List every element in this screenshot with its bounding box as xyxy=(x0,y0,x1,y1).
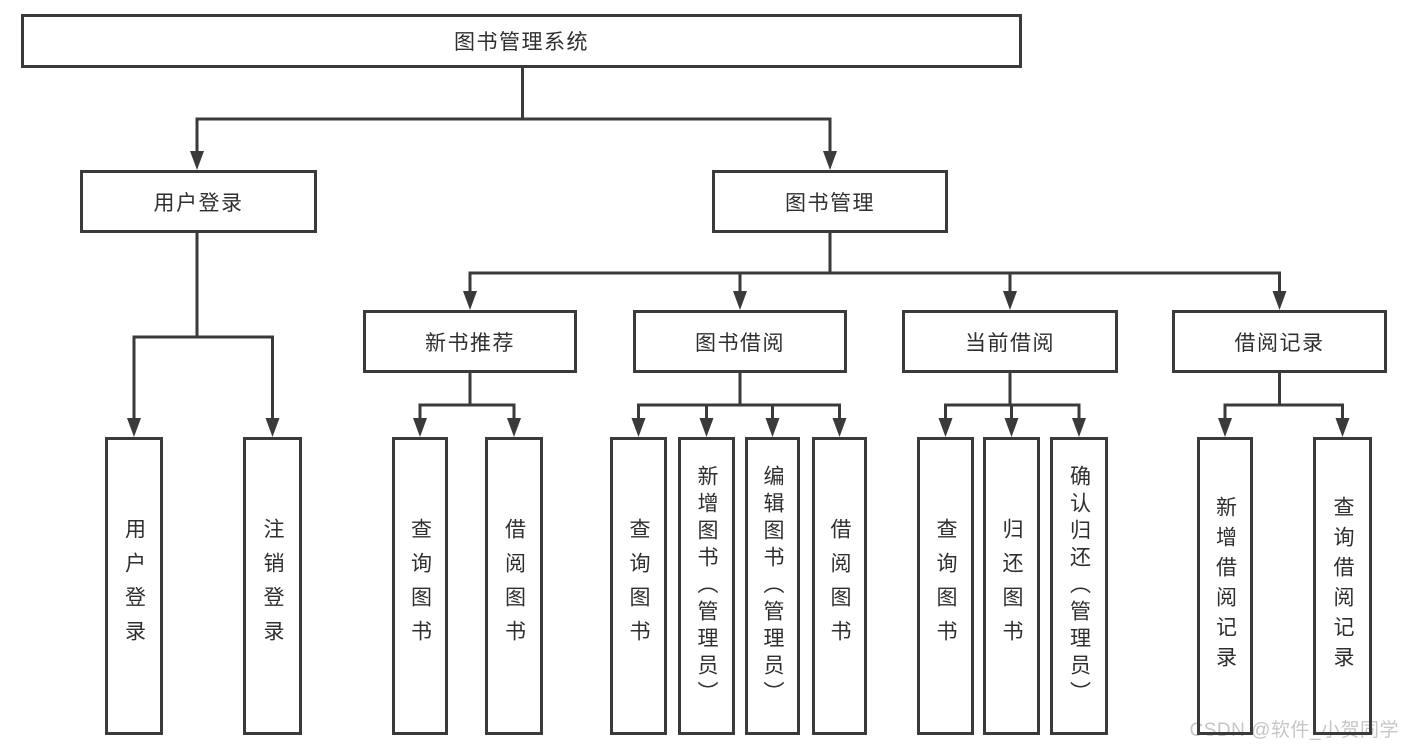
node-label: 编辑图书（管理员） xyxy=(761,464,784,708)
node-label: 新增借阅记录 xyxy=(1213,496,1237,676)
node-book-borrowing: 图书借阅 xyxy=(633,310,847,373)
node-query-books-current: 查询图书 xyxy=(917,437,974,735)
csdn-watermark: CSDN @软件_小贺同学 xyxy=(1189,720,1399,741)
node-label: 查询图书 xyxy=(934,518,957,654)
node-query-books-borrowing: 查询图书 xyxy=(610,437,667,735)
node-label: 新书推荐 xyxy=(425,331,515,355)
node-label: 注销登录 xyxy=(261,518,284,654)
node-query-borrow-record: 查询借阅记录 xyxy=(1313,437,1372,735)
node-add-books-admin: 新增图书（管理员） xyxy=(678,437,735,735)
node-new-book-recommend: 新书推荐 xyxy=(363,310,577,373)
node-user-login: 用户登录 xyxy=(80,170,317,233)
node-add-borrow-record: 新增借阅记录 xyxy=(1197,437,1253,735)
node-root: 图书管理系统 xyxy=(21,14,1022,68)
node-label: 查询图书 xyxy=(627,518,650,654)
node-label: 确认归还（管理员） xyxy=(1067,464,1091,708)
node-label: 图书管理 xyxy=(785,191,875,215)
node-confirm-return-admin: 确认归还（管理员） xyxy=(1050,437,1108,735)
node-query-books-recommend: 查询图书 xyxy=(392,437,448,735)
node-user-login-action: 用户登录 xyxy=(105,437,163,735)
node-borrowing-records: 借阅记录 xyxy=(1172,310,1387,373)
node-label: 借阅记录 xyxy=(1234,331,1325,355)
node-label: 归还图书 xyxy=(1000,518,1023,654)
node-borrow-books-recommend: 借阅图书 xyxy=(485,437,543,735)
node-label: 当前借阅 xyxy=(965,331,1055,355)
node-current-borrowing: 当前借阅 xyxy=(902,310,1118,373)
node-label: 借阅图书 xyxy=(502,518,526,654)
node-label: 借阅图书 xyxy=(828,518,851,654)
node-return-books: 归还图书 xyxy=(983,437,1040,735)
node-label: 查询图书 xyxy=(408,518,432,654)
node-edit-books-admin: 编辑图书（管理员） xyxy=(745,437,800,735)
node-label: 新增图书（管理员） xyxy=(695,464,718,708)
node-book-management: 图书管理 xyxy=(712,170,948,233)
node-label: 用户登录 xyxy=(153,191,244,215)
node-label: 图书管理系统 xyxy=(454,31,589,54)
node-label: 查询借阅记录 xyxy=(1331,496,1354,676)
node-logout-action: 注销登录 xyxy=(243,437,302,735)
arrowheads xyxy=(127,151,1350,437)
node-borrow-books-borrowing: 借阅图书 xyxy=(812,437,867,735)
node-label: 图书借阅 xyxy=(695,331,785,355)
node-label: 用户登录 xyxy=(122,518,146,654)
